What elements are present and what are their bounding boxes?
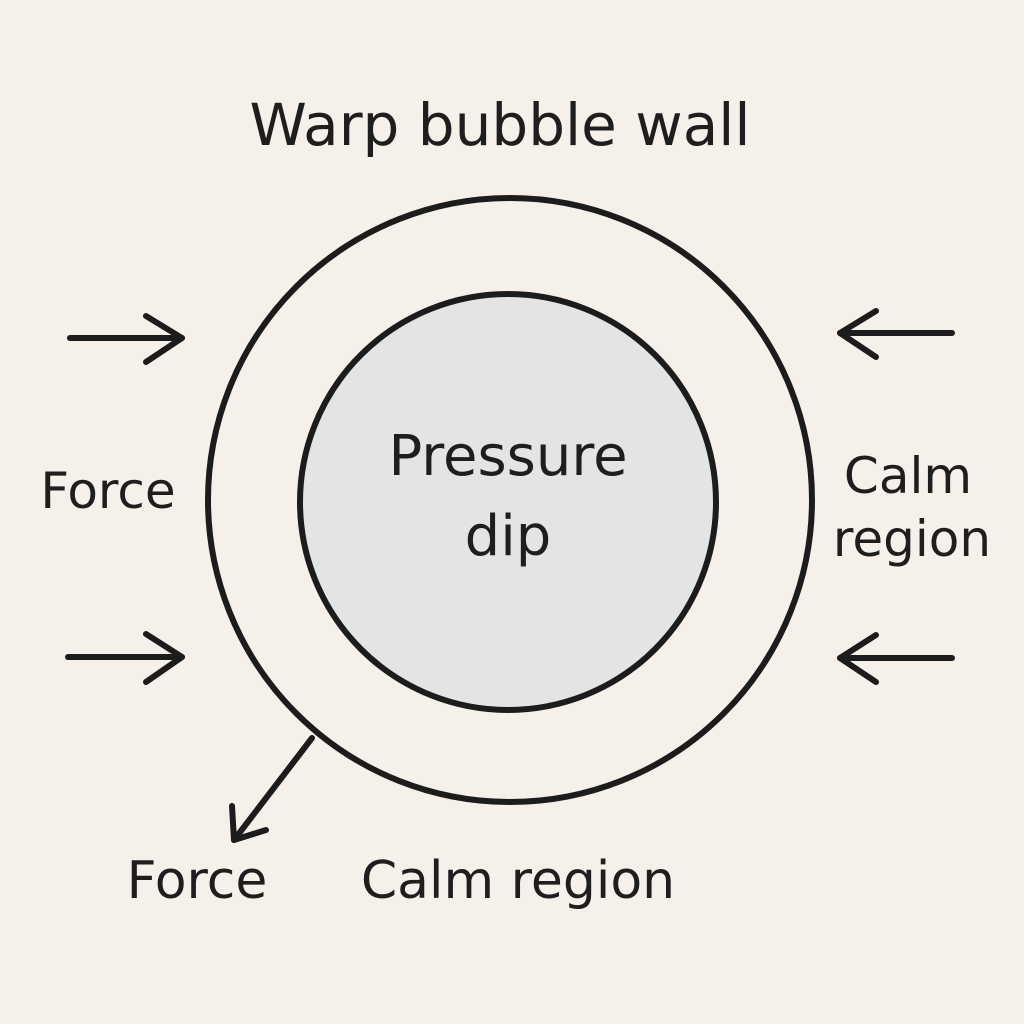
right-top-arrow-icon — [837, 308, 955, 360]
right-bottom-arrow-icon — [837, 632, 955, 685]
diagram-title: Warp bubble wall — [250, 91, 751, 159]
left-bottom-arrow-icon — [65, 631, 185, 685]
left-force-label: Force — [40, 462, 175, 520]
center-label-line1: Pressure — [388, 424, 627, 489]
diagonal-force-arrow-icon — [229, 735, 315, 843]
bottom-calm-region-label: Calm region — [361, 851, 675, 911]
right-label-line1: Calm — [844, 447, 972, 505]
left-top-arrow-icon — [67, 313, 185, 365]
inner-pressure-region — [297, 291, 719, 713]
right-label-line2: region — [833, 510, 991, 568]
center-label-line2: dip — [465, 504, 552, 569]
bottom-force-label: Force — [127, 851, 268, 911]
outer-bubble-wall — [205, 195, 815, 805]
